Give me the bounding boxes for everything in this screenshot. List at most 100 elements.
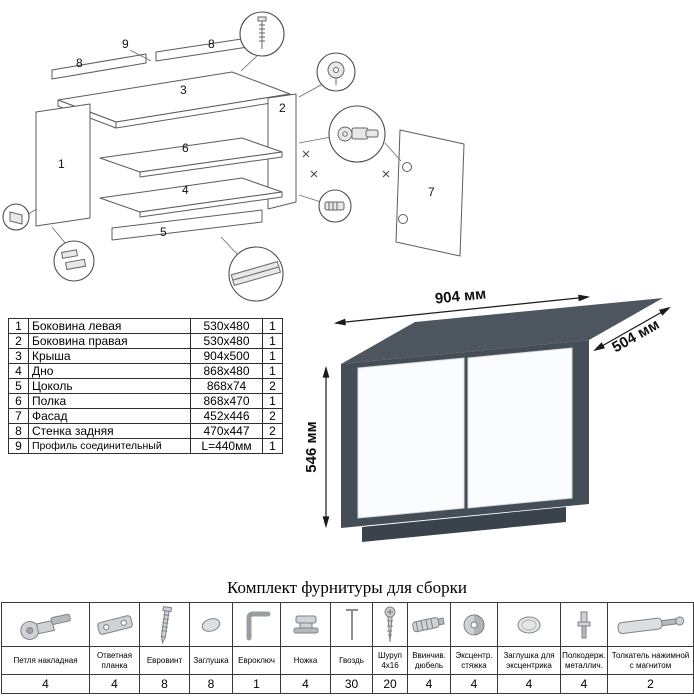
depth-arrowhead-back xyxy=(658,306,671,316)
part-size: 868x480 xyxy=(190,363,263,379)
left-side-panel xyxy=(35,103,91,227)
depth-arrowhead-front xyxy=(593,342,606,352)
part-label-3: 3 xyxy=(180,83,187,97)
part-qty: 2 xyxy=(262,408,283,424)
hardware-item-name: Заглушка для эксцентрика xyxy=(497,646,561,675)
hardware-item-name: Заглушка xyxy=(189,646,233,675)
euroscrew-glyph xyxy=(257,16,267,49)
cam-lock-glyph xyxy=(327,61,345,85)
hardware-icons-row xyxy=(1,602,694,647)
part-label-6: 6 xyxy=(182,141,189,155)
part-name: Фасад xyxy=(28,408,191,424)
hardware-item-qty: 8 xyxy=(139,674,190,694)
part-name: Крыша xyxy=(28,348,191,364)
part-label-1: 1 xyxy=(58,157,65,171)
hardware-item-qty: 4 xyxy=(450,674,498,694)
hardware-item-qty: 4 xyxy=(407,674,451,694)
part-size: 530x480 xyxy=(190,318,263,334)
cabinet-top-face xyxy=(341,298,663,364)
back-panel-right xyxy=(155,37,249,62)
hinge-icon xyxy=(1,602,90,647)
part-num: 8 xyxy=(8,423,29,439)
part-name: Боковина левая xyxy=(28,318,191,334)
part-label-8a: 8 xyxy=(76,56,83,70)
door-hinge-cup-bottom xyxy=(398,214,408,224)
part-size: L=440мм xyxy=(190,438,263,454)
part-num: 4 xyxy=(8,363,29,379)
part-qty: 1 xyxy=(262,348,283,364)
part-num: 9 xyxy=(8,438,29,454)
back-panel-left xyxy=(51,53,147,80)
part-qty: 1 xyxy=(262,363,283,379)
depth-dimension-line xyxy=(594,307,670,351)
door-panel xyxy=(395,129,465,257)
push-latch-icon xyxy=(607,602,694,647)
hardware-item-qty: 4 xyxy=(1,674,90,694)
hardware-item-name: Евровинт xyxy=(139,646,190,675)
part-qty: 1 xyxy=(262,333,283,349)
exploded-diagram: 9 8 8 3 2 1 6 4 5 7 xyxy=(2,11,465,302)
hardware-item-name: Евроключ xyxy=(232,646,281,675)
part-num: 6 xyxy=(8,393,29,409)
part-name: Дно xyxy=(28,363,191,379)
height-arrowhead-bottom xyxy=(322,516,330,529)
hardware-item-qty: 30 xyxy=(330,674,373,694)
part-num: 3 xyxy=(8,348,29,364)
hardware-item-name: Гвоздь xyxy=(330,646,373,675)
part-num: 7 xyxy=(8,408,29,424)
cap-icon xyxy=(189,602,233,647)
hardware-item-qty: 2 xyxy=(607,674,694,694)
leader-lines xyxy=(27,49,402,256)
shelf-support-icon xyxy=(560,602,608,647)
dowel-icon xyxy=(407,602,451,647)
hardware-item-qty: 4 xyxy=(560,674,608,694)
part-size: 470x447 xyxy=(190,423,263,439)
part-label-9: 9 xyxy=(122,37,129,51)
part-name: Цоколь xyxy=(28,378,191,394)
strike-plate-icon xyxy=(89,602,140,647)
part-name: Стенка задняя xyxy=(28,423,191,439)
part-size: 868x74 xyxy=(190,378,263,394)
part-label-4: 4 xyxy=(182,183,189,197)
hardware-item-name: Ответная планка xyxy=(89,646,140,675)
hex-key-icon xyxy=(232,602,281,647)
width-dimension-label: 904 мм xyxy=(434,285,487,307)
hardware-item-name: Полкодерж. металлич. xyxy=(560,646,608,675)
cabinet-render: 904 мм 504 мм 546 мм xyxy=(306,285,671,542)
part-name: Полка xyxy=(28,393,191,409)
screw-icon xyxy=(372,602,408,647)
cabinet-plinth xyxy=(362,507,566,542)
part-qty: 1 xyxy=(262,393,283,409)
width-dimension-line xyxy=(335,296,589,324)
hardware-item-qty: 20 xyxy=(372,674,408,694)
width-arrowhead-left xyxy=(333,318,346,326)
hardware-kit-title: Комплект фурнитуры для сборки xyxy=(227,578,467,597)
hardware-item-name: Эксцентр. стяжка xyxy=(450,646,498,675)
leg-glyph xyxy=(61,249,87,271)
connecting-profile-glyph xyxy=(230,260,282,287)
height-dimension-label: 546 мм xyxy=(306,421,320,472)
part-label-7: 7 xyxy=(428,185,435,199)
part-qty: 2 xyxy=(262,378,283,394)
part-size: 530x480 xyxy=(190,333,263,349)
part-num: 5 xyxy=(8,378,29,394)
euroscrew-icon xyxy=(139,602,190,647)
part-size: 904x500 xyxy=(190,348,263,364)
height-arrowhead-top xyxy=(322,365,330,378)
hardware-item-qty: 4 xyxy=(280,674,331,694)
part-name: Профиль соединительный xyxy=(28,438,191,454)
hinge-glyph xyxy=(337,126,379,142)
dowel-glyph xyxy=(324,201,345,211)
hardware-item-qty: 4 xyxy=(497,674,561,694)
